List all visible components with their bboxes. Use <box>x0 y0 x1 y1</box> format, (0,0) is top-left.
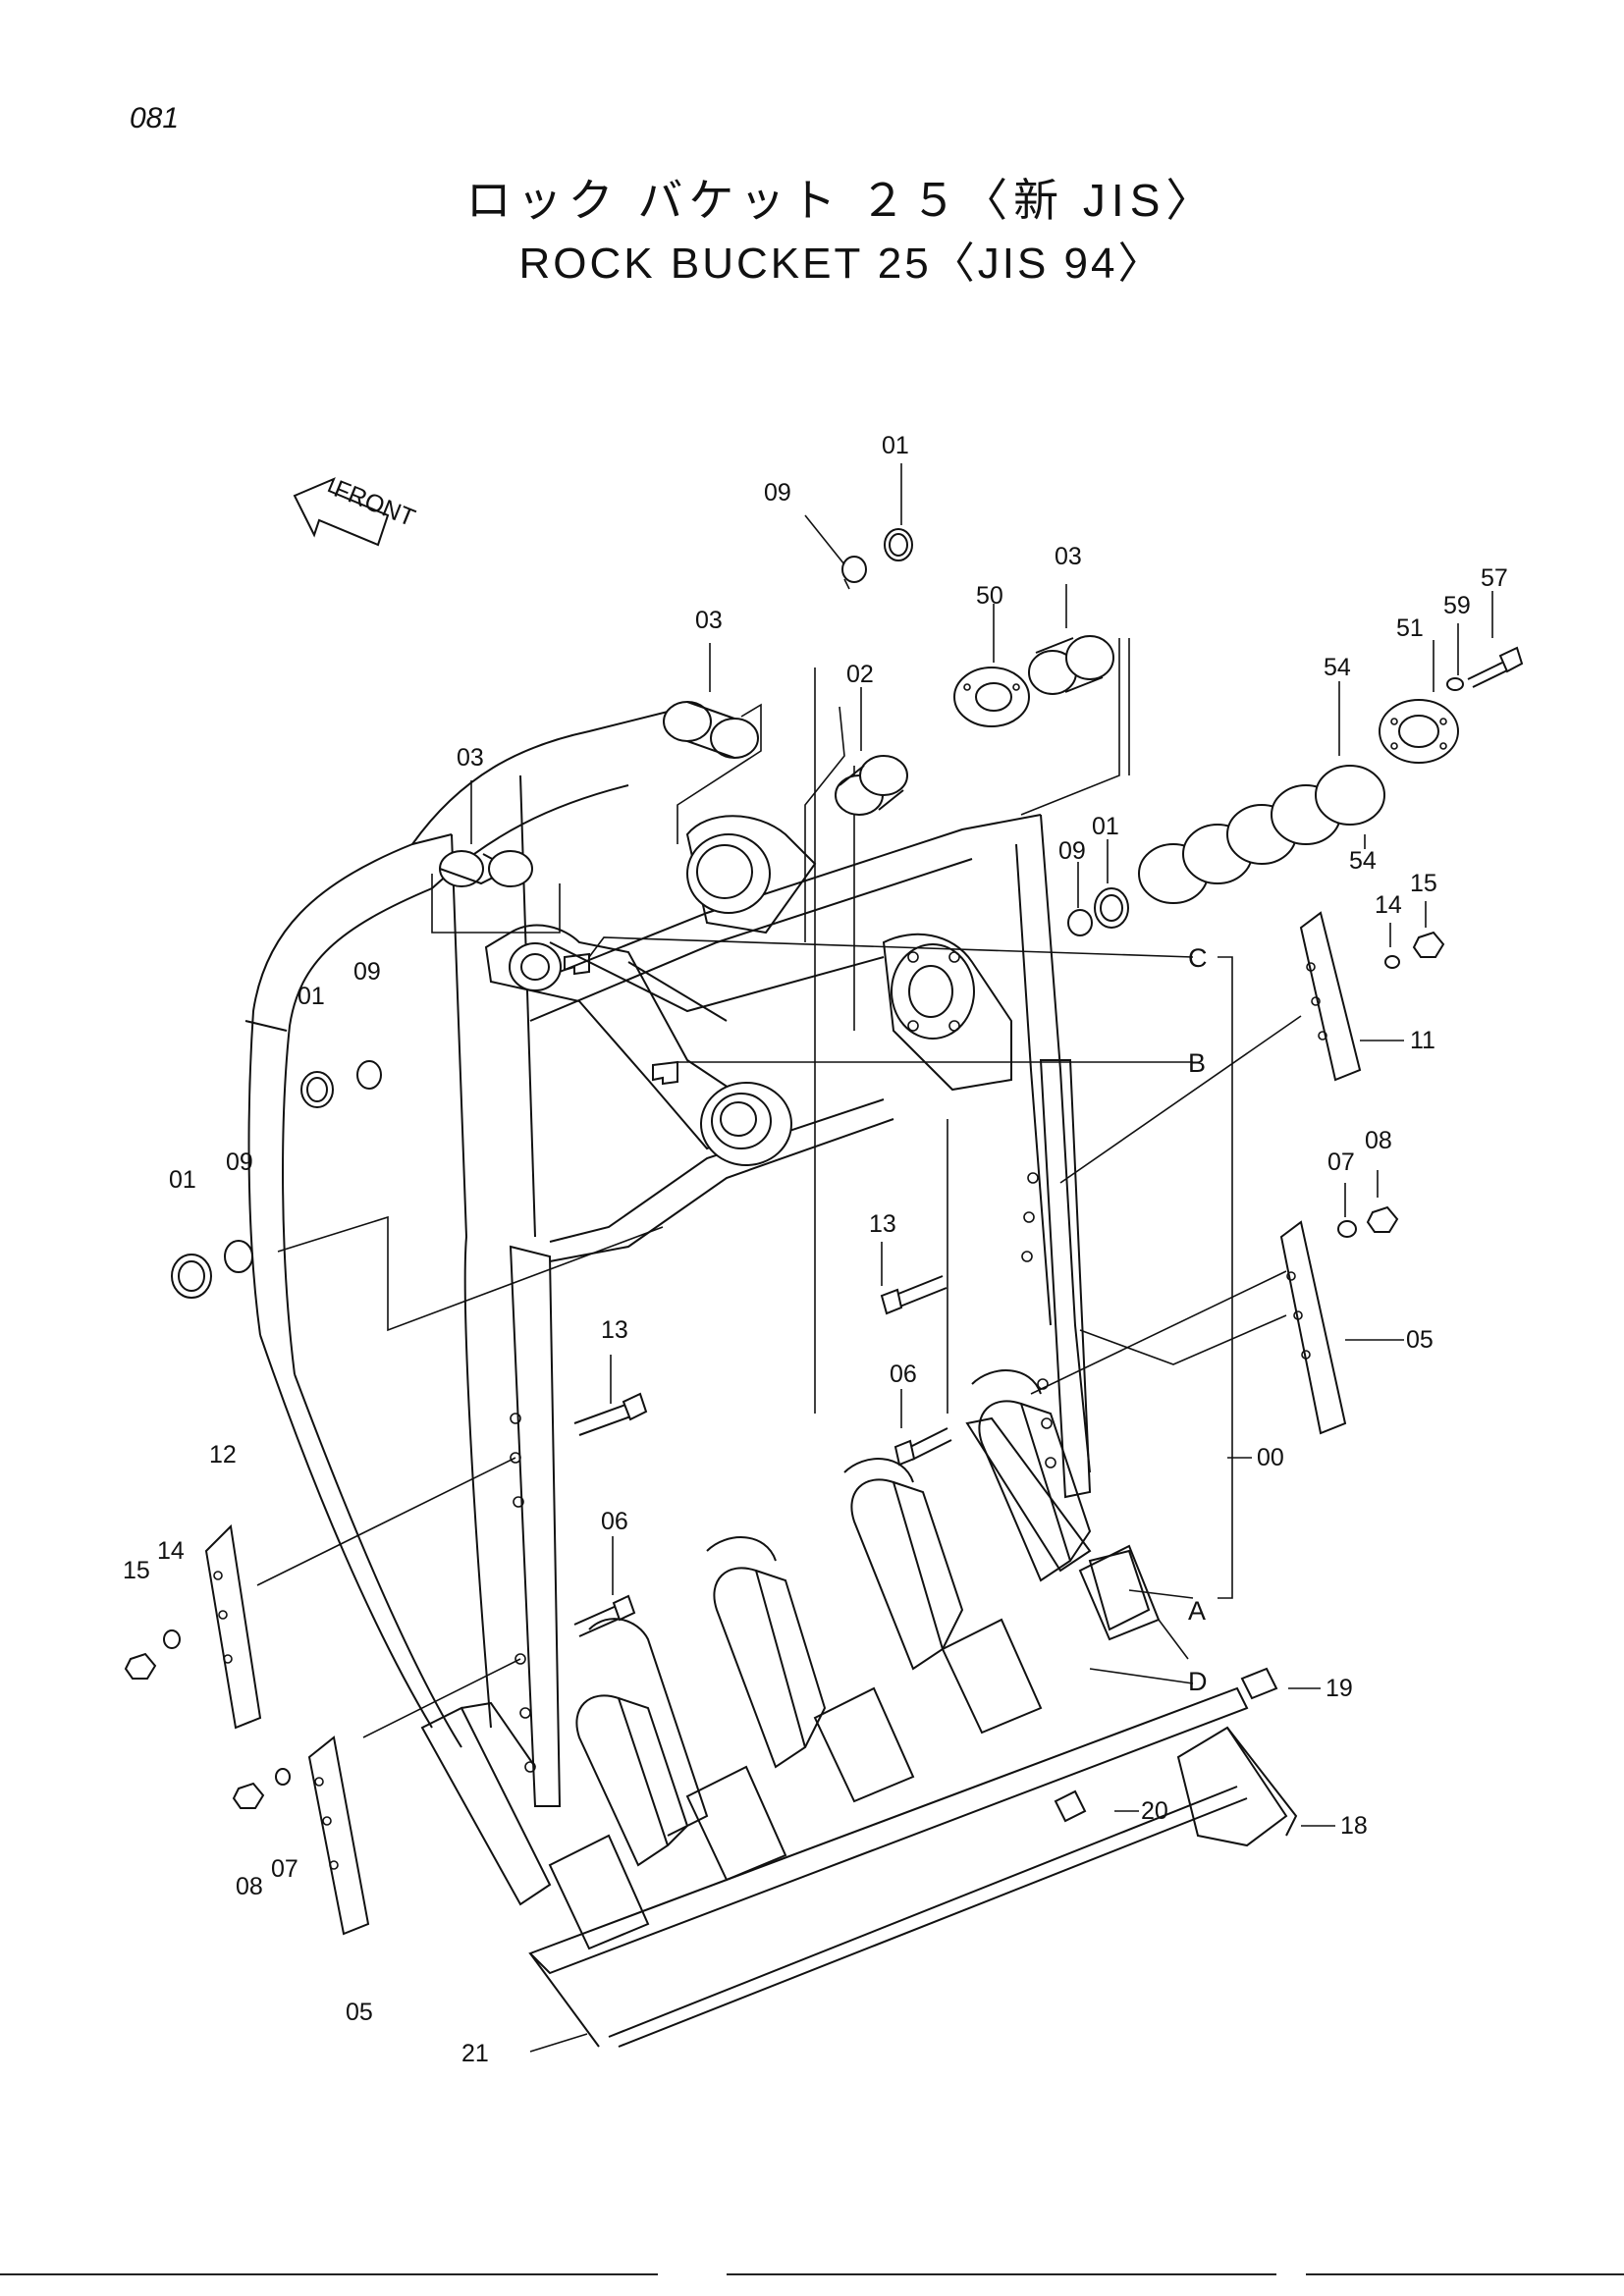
bushing-icon <box>439 850 533 887</box>
bucket-body <box>244 706 1249 2048</box>
callout-01: 01 <box>882 432 909 459</box>
callout-09: 09 <box>353 958 381 986</box>
callout-09: 09 <box>226 1148 253 1176</box>
callout-21: 21 <box>461 2040 489 2067</box>
callout-59: 59 <box>1443 592 1471 619</box>
callout-20: 20 <box>1141 1797 1168 1825</box>
bushing-icon <box>663 701 759 759</box>
callout-05: 05 <box>1406 1326 1434 1354</box>
callout-00: 00 <box>1257 1444 1284 1471</box>
title-english: ROCK BUCKET 25〈JIS 94〉 <box>518 240 1164 288</box>
exploded-parts <box>124 528 1524 1936</box>
callout-13: 13 <box>601 1316 628 1344</box>
callout-13: 13 <box>869 1210 896 1238</box>
reference-letters: C B A D <box>1188 943 1208 1696</box>
leader-lines <box>256 463 1493 2053</box>
footer-rule <box>1306 2273 1624 2275</box>
front-label: FRONT <box>330 475 418 532</box>
page-number: 081 <box>130 102 180 134</box>
callout-08: 08 <box>1365 1127 1392 1154</box>
ref-letter-b: B <box>1188 1048 1206 1078</box>
flange-icon <box>953 667 1030 727</box>
callout-11: 11 <box>1410 1027 1435 1054</box>
callout-09: 09 <box>1058 837 1086 865</box>
callout-01: 01 <box>298 983 325 1010</box>
bushing-icon <box>1028 635 1114 695</box>
callout-50: 50 <box>976 582 1003 610</box>
callout-14: 14 <box>1375 891 1402 919</box>
callout-12: 12 <box>209 1441 237 1468</box>
callout-07: 07 <box>1327 1148 1355 1176</box>
callout-03: 03 <box>1055 543 1082 570</box>
callout-09: 09 <box>764 479 791 507</box>
callout-07: 07 <box>271 1855 298 1883</box>
ref-letter-a: A <box>1188 1596 1206 1626</box>
callout-15: 15 <box>1410 870 1437 897</box>
callout-02: 02 <box>846 661 874 688</box>
teeth-row <box>420 1369 1298 1950</box>
callout-05: 05 <box>346 1999 373 2026</box>
callout-08: 08 <box>236 1873 263 1900</box>
ref-letter-c: C <box>1188 943 1208 973</box>
footer-rule <box>727 2273 1276 2275</box>
callout-18: 18 <box>1340 1812 1368 1840</box>
title-japanese: ロック バケット ２５〈新 JIS〉 <box>465 175 1218 226</box>
callout-19: 19 <box>1326 1675 1353 1702</box>
callout-03: 03 <box>457 744 484 772</box>
bushing-icon <box>835 755 908 816</box>
callout-03: 03 <box>695 607 723 634</box>
callout-01: 01 <box>1092 813 1119 840</box>
flange-icon <box>1379 699 1459 764</box>
callout-14: 14 <box>157 1537 185 1565</box>
callout-57: 57 <box>1481 564 1508 592</box>
callout-06: 06 <box>890 1361 917 1388</box>
callout-labels: 01 09 03 02 50 03 03 01 09 01 09 51 59 5… <box>123 432 1508 2067</box>
ref-letter-d: D <box>1188 1667 1208 1696</box>
callout-06: 06 <box>601 1508 628 1535</box>
shim-stack-icon <box>1138 765 1385 904</box>
callout-54: 54 <box>1324 654 1351 681</box>
callout-15: 15 <box>123 1557 150 1584</box>
callout-54: 54 <box>1349 847 1377 875</box>
callout-01: 01 <box>169 1166 196 1194</box>
callout-51: 51 <box>1396 614 1424 642</box>
footer-rule <box>0 2273 658 2275</box>
front-arrow-icon: FRONT <box>293 475 419 547</box>
pin-bosses <box>484 638 1120 1414</box>
